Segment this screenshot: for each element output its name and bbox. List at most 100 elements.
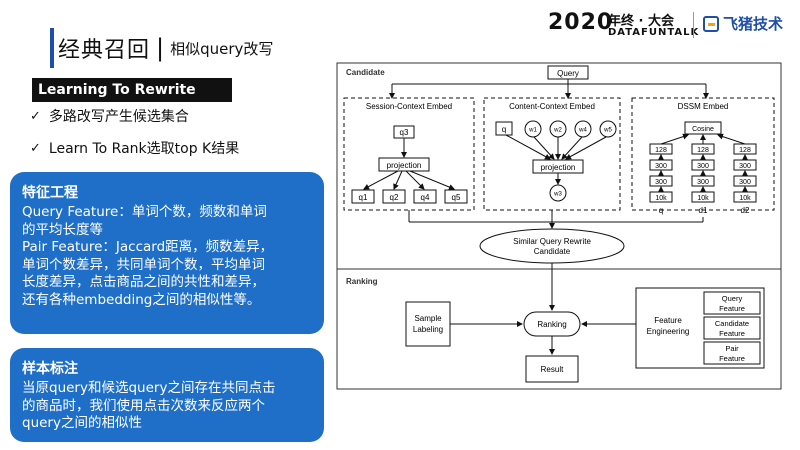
session-arrow [405, 170, 425, 190]
sample-labeling-text: Labeling [413, 325, 443, 334]
content-q-text: q [502, 125, 506, 134]
title-subtitle: 相似query改写 [170, 39, 274, 58]
card-line: 的商品时，我们使用点击次数来反应两个 [22, 397, 265, 414]
title-separator: | [156, 34, 165, 62]
logo-divider [693, 12, 694, 38]
dssm-layer-text: 300 [739, 163, 751, 170]
card-line: 单词个数差异，共同单词个数，平均单词 [22, 256, 265, 273]
dssm-arrow [717, 133, 746, 145]
query-text: Query [557, 69, 579, 78]
ranking-node-text: Ranking [537, 320, 566, 329]
session-q-box [351, 189, 375, 204]
card-line: Pair Feature：Jaccard距离，频数差异， [22, 239, 274, 255]
content-w3-text: w3 [553, 192, 562, 198]
content-w-text: w2 [553, 128, 562, 134]
session-arrow [409, 170, 455, 190]
card-line: 当原query和候选query之间存在共同点击 [22, 380, 276, 396]
feature-item-text: Feature [719, 329, 745, 338]
content-q-box [495, 121, 513, 136]
sample-labeling-text: Sample [414, 314, 442, 323]
session-embed-title: Session-Context Embed [366, 102, 452, 111]
dssm-layer-text: 300 [655, 163, 667, 170]
session-embed-frame [343, 97, 475, 211]
candidate-label: Candidate [346, 68, 385, 77]
content-embed-title: Content-Context Embed [509, 102, 595, 111]
dssm-column-label: d2 [741, 206, 750, 215]
event-name: 年终 · 大会 [608, 14, 674, 29]
content-w-node [599, 120, 617, 138]
page-title: 经典召回 | 相似query改写 [58, 30, 273, 66]
candidate-feature-box [703, 316, 761, 340]
dssm-layer-text: 128 [739, 147, 751, 154]
feature-item-text: Feature [719, 304, 745, 313]
content-arrow [505, 134, 551, 160]
ranking-label: Ranking [346, 277, 378, 286]
dssm-layer-text: 300 [655, 179, 667, 186]
similar-query-text: Similar Query Rewrite [513, 237, 591, 246]
feature-engineering-text: Engineering [647, 327, 690, 336]
session-q3-text: q3 [400, 128, 409, 137]
sample-labeling-box [405, 301, 451, 347]
similar-query-node [479, 228, 625, 264]
content-w3-node [549, 184, 567, 202]
content-arrow [533, 136, 555, 160]
sample-labeling-card: 样本标注 当原query和候选query之间存在共同点击 的商品时，我们使用点击… [10, 348, 324, 442]
content-w-text: w5 [603, 128, 612, 134]
card-line: query之间的相似性 [22, 415, 142, 431]
dssm-layer-text: 128 [655, 147, 667, 154]
session-q-box [444, 189, 468, 204]
content-w-node [524, 120, 542, 138]
dssm-layer-text: 300 [697, 163, 709, 170]
card-body: Query Feature：单词个数，频数和单词 的平均长度等 Pair Fea… [22, 204, 312, 309]
card-title: 特征工程 [22, 185, 78, 201]
query-feature-box [703, 291, 761, 315]
ranking-frame [336, 268, 782, 390]
dssm-layer-text: 10k [697, 195, 709, 202]
dssm-layer-text: 300 [697, 179, 709, 186]
feature-item-text: Feature [719, 354, 745, 363]
session-q-text: q2 [390, 193, 399, 202]
content-w-text: w4 [578, 128, 587, 134]
card-line: Query Feature：单词个数，频数和单词 [22, 204, 267, 220]
feature-engineering-card: 特征工程 Query Feature：单词个数，频数和单词 的平均长度等 Pai… [10, 172, 324, 334]
feature-item-text: Pair [725, 344, 739, 353]
content-w-text: w1 [528, 128, 537, 134]
dssm-embed-title: DSSM Embed [678, 102, 729, 111]
session-projection-box [378, 157, 430, 172]
check-icon: ✓ [30, 140, 41, 156]
dssm-column-label: q [659, 206, 663, 215]
feature-engineering-text: Feature [654, 316, 682, 325]
card-line: 还有各种embedding之间的相似性等。 [22, 291, 261, 308]
check-icon: ✓ [30, 108, 41, 124]
section-label: Learning To Rewrite [32, 78, 232, 102]
bullet-item: ✓ 多路改写产生候选集合 [30, 106, 189, 126]
dssm-arrow [660, 133, 689, 145]
result-box [525, 355, 579, 383]
title-main: 经典召回 [58, 38, 151, 63]
bullet-text: 多路改写产生候选集合 [48, 109, 189, 125]
similar-query-text: Candidate [534, 247, 571, 256]
session-q-text: q5 [452, 193, 461, 202]
session-q-text: q1 [359, 193, 368, 202]
datafun-logo-text: DATAFUNTALK [608, 27, 700, 38]
session-projection-text: projection [387, 161, 422, 170]
card-title: 样本标注 [22, 361, 78, 377]
bullet-text: Learn To Rank选取top K结果 [48, 141, 240, 157]
dssm-column-d1: 128 300 300 10k d1 [691, 134, 715, 215]
dssm-layer-text: 10k [739, 195, 751, 202]
content-w-node [574, 120, 592, 138]
feizhu-logo-icon [703, 15, 719, 32]
dssm-column-d2: 128 300 300 10k d2 [717, 133, 757, 215]
feizhu-logo-text: 飞猪技术 [723, 15, 784, 33]
dssm-layer-text: 128 [697, 147, 709, 154]
dssm-layer-text: 300 [739, 179, 751, 186]
dssm-column-q: 128 300 300 10k q [649, 133, 689, 215]
feizhu-logo: 飞猪技术 [703, 13, 783, 34]
content-arrow [565, 136, 607, 160]
feature-item-text: Candidate [715, 319, 749, 328]
session-q-text: q4 [421, 193, 430, 202]
event-year: 2020 [548, 10, 614, 35]
session-q-box [382, 189, 406, 204]
card-body: 当原query和候选query之间存在共同点击 的商品时，我们使用点击次数来反应… [22, 380, 312, 433]
